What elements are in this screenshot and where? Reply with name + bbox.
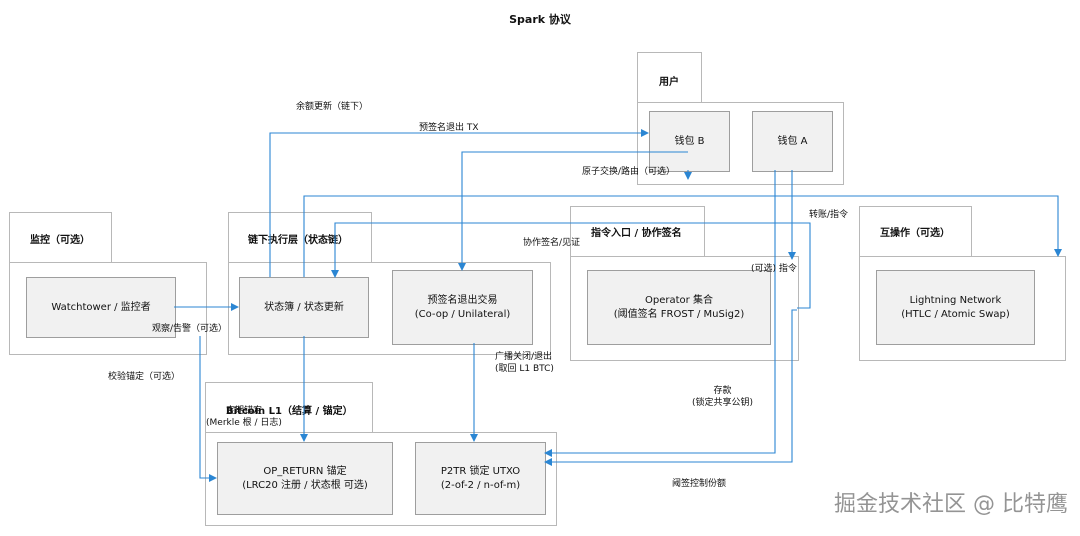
lightning-label-2: (HTLC / Atomic Swap) [901,308,1010,320]
monitor-package-tab [9,212,112,264]
presigned-exit-label-2: (Co-op / Unilateral) [414,308,511,320]
edge-label-periodic-2: (Merkle 根 / 日志) [206,417,282,428]
edge-label-observe-alert: 观察/告警（可选） [152,324,228,334]
edge-label-transfer-cmd: 转账/指令 [809,210,849,220]
operator-label-2: (阈值签名 FROST / MuSig2) [613,308,745,320]
state-book-node: 状态簿 / 状态更新 [239,277,369,338]
p2tr-label-2: (2-of-2 / n-of-m) [440,479,521,491]
operator-label-1: Operator 集合 [645,295,713,306]
offchain-package-label: 链下执行层（状态链） [248,235,348,246]
watermark: 掘金技术社区 @ 比特鹰 [834,492,1068,517]
edge-label-balance-update: 余额更新（链下） [296,102,369,112]
edge-transfer-cmd [331,222,811,309]
watchtower-label: Watchtower / 监控者 [51,301,151,313]
edge-balance-update [269,129,649,277]
op-return-label-1: OP_RETURN 锚定 [263,466,347,477]
edge-label-periodic-1: 定期锚定 [225,406,262,416]
p2tr-label-1: P2TR 锁定 UTXO [440,466,521,477]
watchtower-node: Watchtower / 监控者 [26,277,176,338]
operator-node: Operator 集合 (阈值签名 FROST / MuSig2) [587,270,771,345]
edge-label-deposit-1: 存款 [713,386,732,396]
state-book-label: 状态簿 / 状态更新 [264,301,344,313]
wallet-b-node: 钱包 B [649,111,730,172]
diagram-title: Spark 协议 [509,13,571,26]
wallet-a-label: 钱包 A [777,135,808,147]
operator-package-label: 指令入口 / 协作签名 [591,228,682,239]
edge-deposit [544,170,776,457]
edge-label-periodic-anchor: 定期锚定 (Merkle 根 / 日志) [206,406,282,429]
operator-package-tab [570,206,705,258]
edge-label-presigned-exit-tx: 预签名退出 TX [419,123,479,133]
op-return-node: OP_RETURN 锚定 (LRC20 注册 / 状态根 可选) [217,442,393,515]
lightning-label-1: Lightning Network [909,295,1002,306]
edge-label-broadcast-2: (取回 L1 BTC) [495,363,554,374]
edge-label-optional-cmd: (可选) 指令 [751,264,797,274]
edge-label-atomic-swap: 原子交换/路由（可选） [582,167,676,177]
edge-label-deposit: 存款 (锁定共享公钥) [692,386,753,409]
bitcoin-package-tab [205,382,373,434]
edge-label-deposit-2: (锁定共享公钥) [692,397,754,408]
lightning-node: Lightning Network (HTLC / Atomic Swap) [876,270,1035,345]
edge-label-threshold: 阈签控制份额 [672,479,727,489]
edge-label-cosign-witness: 协作签名/见证 [523,238,581,248]
monitor-package-label: 监控（可选） [30,235,90,246]
interop-package-label: 互操作（可选） [880,228,950,239]
edge-verify-anchor [199,336,217,482]
edge-lightning [303,195,1062,277]
edge-presigned-exit-tx [458,151,688,271]
edge-label-broadcast: 广播关闭/退出 (取回 L1 BTC) [495,352,554,375]
interop-package-tab [859,206,972,258]
wallet-a-node: 钱包 A [752,111,833,172]
offchain-package-tab [228,212,372,264]
bitcoin-package-label: Bitcoin L1（结算 / 锚定） [226,406,353,417]
op-return-label-2: (LRC20 注册 / 状态根 可选) [242,479,368,491]
users-package-label: 用户 [659,77,679,88]
presigned-exit-node: 预签名退出交易 (Co-op / Unilateral) [392,270,533,345]
edge-label-verify-anchor: 校验锚定（可选） [108,372,181,382]
users-package-tab [637,52,702,104]
presigned-exit-label-1: 预签名退出交易 [427,295,498,306]
edge-label-broadcast-1: 广播关闭/退出 [495,352,553,362]
p2tr-node: P2TR 锁定 UTXO (2-of-2 / n-of-m) [415,442,546,515]
edge-threshold [544,309,797,466]
wallet-b-label: 钱包 B [674,135,705,147]
